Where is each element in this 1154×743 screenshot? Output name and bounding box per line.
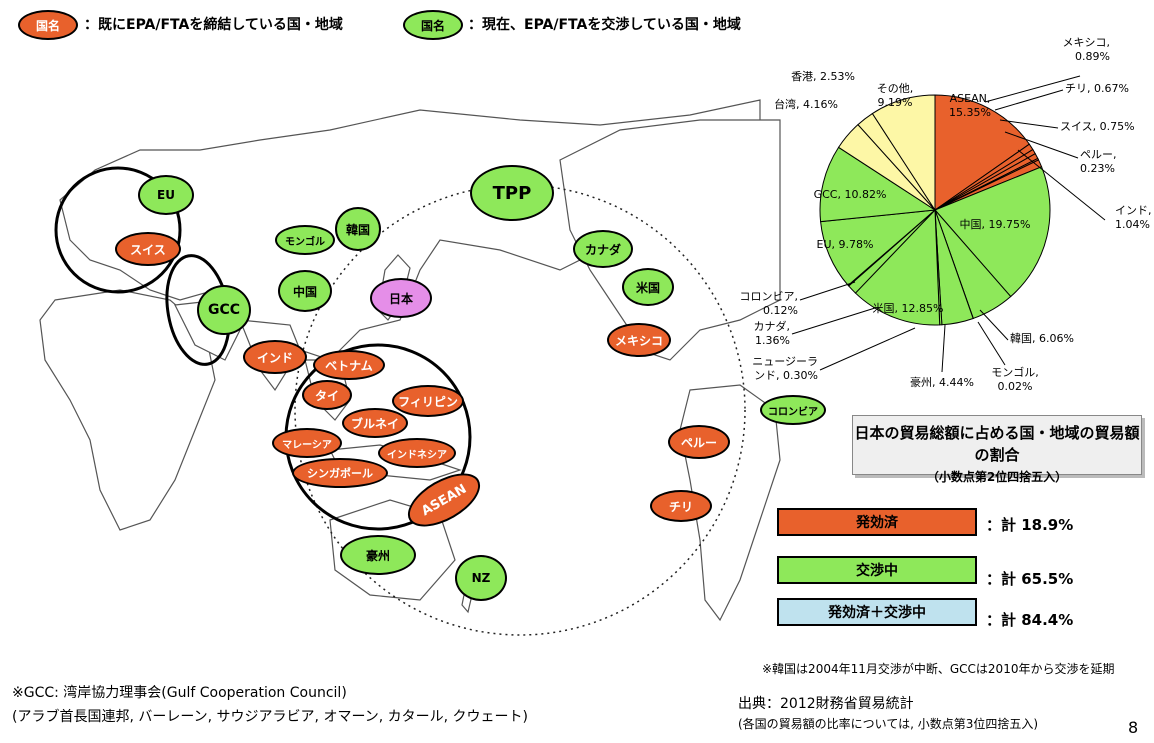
bubble-singapore: シンガポール [292,458,388,488]
pie-leader-lines [791,75,1106,373]
europe-circle [54,166,182,294]
chart-subtitle: （小数点第2位四捨五入） [926,470,1068,484]
bubble-philippines: フィリピン [392,385,464,417]
bubble-thai: タイ [302,380,352,410]
pie-slice-label: メキシコ,0.89% [1063,36,1111,63]
pie-leader-line [819,327,916,371]
pie-slice [819,146,937,223]
page-number: 8 [1128,718,1139,737]
trade-share-pie-chart: ASEAN,15.35% その他,9.19% 香港, 2.53% 台湾, 4.16% メ… [740,36,1152,393]
bubble-eu: EU [138,175,194,215]
source-note: (各国の貿易額の比率については, 小数点第3位四捨五入) [738,717,1039,731]
note-gcc-definition: ※GCC: 湾岸協力理事会(Gulf Cooperation Council) [12,685,347,701]
bubble-malaysia: マレーシア [272,428,342,458]
pie-slice-label: コロンビア,0.12% [740,290,799,317]
bubble-canada: カナダ [573,230,633,268]
pie-slice-label: 韓国, 6.06% [1010,332,1074,345]
pie-leader-line [999,119,1059,129]
note-gcc-members: (アラブ首長国連邦, バーレーン, サウジアラビア, オマーン, カタール, ク… [12,709,529,725]
pie-labels: ASEAN,15.35% その他,9.19% 香港, 2.53% 台湾, 4.16% メ… [740,36,1152,393]
bubble-peru: ペルー [668,425,730,459]
pie-leader-line [979,309,1009,341]
bubble-swiss: スイス [115,232,181,266]
pie-slice-label: スイス, 0.75% [1060,120,1135,133]
legend-negotiating-text: ：現在、EPA/FTAを交渉している国・地域 [468,17,741,33]
bubble-brunei: ブルネイ [342,408,408,438]
bubble-australia: 豪州 [340,535,416,575]
bubble-mongolia: モンゴル [275,225,335,255]
pie-slice-label: ペルー,0.23% [1080,148,1117,175]
pie-slice-label: モンゴル,0.02% [991,365,1039,393]
bubble-korea: 韓国 [335,207,381,251]
bubble-colombia: コロンビア [760,395,826,425]
bubble-nz: NZ [455,555,507,601]
tpp-boundary [294,184,746,636]
summary-concluded-box: 発効済 [777,508,977,536]
pie-slice-label: カナダ,1.36% [754,319,791,347]
pie-leader-line [941,324,946,373]
summary-total-box: 発効済＋交渉中 [777,598,977,626]
pie-leader-line [791,307,876,335]
pie-leader-line [984,75,1081,103]
pie-slice-label: その他,9.19% [877,82,914,109]
pie-slice-label: 香港, 2.53% [791,70,855,83]
pie-leader-line [799,281,856,301]
summary-negotiating-box: 交渉中 [777,556,977,584]
bubble-japan: 日本 [370,278,432,318]
pie-leader-line [994,89,1064,111]
pie-leader-line [1004,131,1079,159]
note-korea-gcc: ※韓国は2004年11月交渉が中断、GCCは2010年から交渉を延期 [762,662,1115,676]
bubble-india: インド [243,340,307,374]
bubble-indonesia: インドネシア [378,438,456,468]
legend-negotiating-sample: 国名 [403,10,463,40]
summary-negotiating-value: ：計 65.5% [986,570,1074,588]
pie-slice-label: EU, 9.78% [817,238,874,251]
pie-slice-label: ASEAN,15.35% [949,92,991,119]
bubble-usa: 米国 [622,268,674,306]
pie-leader-line [1017,149,1106,221]
pie-slice [871,94,936,212]
pie-slice [934,166,1051,298]
summary-concluded-value: ：計 18.9% [986,516,1074,534]
pie-slice-label: ニュージーランド, 0.30% [752,355,818,382]
pie-slice-label: インド,1.04% [1115,204,1152,231]
pie-slice-label: 豪州, 4.44% [910,375,974,389]
bubble-gcc: GCC [197,285,251,335]
legend-concluded-text: ：既にEPA/FTAを締結している国・地域 [84,17,343,33]
pie-slice [934,94,1031,211]
bubble-vietnam: ベトナム [313,350,385,380]
pie-leader-line [977,321,1006,366]
chart-title-box: 日本の貿易総額に占める国・地域の貿易額の割合 （小数点第2位四捨五入） [852,415,1142,484]
pie-slice-label: GCC, 10.82% [814,188,887,201]
source-text: 出典：2012財務省貿易統計 [738,696,914,712]
pie-slice-label: 台湾, 4.16% [774,97,838,111]
pie-slice-label: 米国, 12.85% [873,302,944,315]
pie-slice-label: 中国, 19.75% [960,218,1031,231]
pie-slice-label: チリ, 0.67% [1065,82,1129,95]
pie-slice [854,208,941,326]
bubble-china: 中国 [278,270,332,312]
bubble-mexico: メキシコ [607,323,671,357]
legend-concluded-sample: 国名 [18,10,78,40]
chart-title: 日本の貿易総額に占める国・地域の貿易額の割合 [854,424,1140,464]
summary-total-value: ：計 84.4% [986,611,1074,629]
world-map: EU スイス GCC モンゴル 韓国 中国 日本 インド ベトナム タイ フィリ… [0,40,826,670]
bubble-tpp: TPP [470,165,554,221]
world-map-drawing [39,99,781,636]
pie-slices [819,94,1051,326]
bubble-chile: チリ [650,490,712,522]
